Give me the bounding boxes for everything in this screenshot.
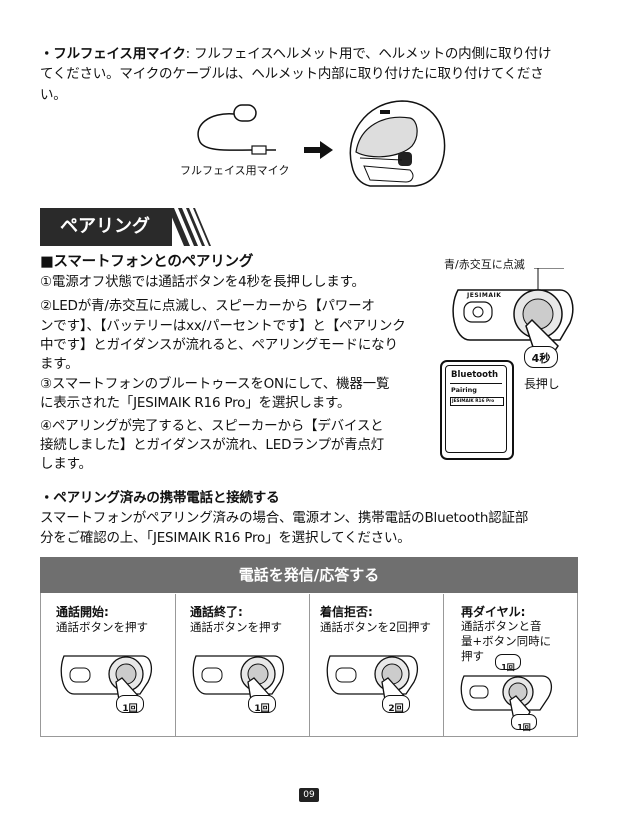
pairing-step: ②LEDが青/赤交互に点滅し、スピーカーから【パワーオ xyxy=(40,298,375,314)
pairing-step: ③スマートフォンのブルートゥースをONにして、機器一覧 xyxy=(40,376,390,392)
intro-text-1: : フルフェイスヘルメット用で、ヘルメットの内側に取り付け xyxy=(185,46,552,62)
page-number: 09 xyxy=(299,788,319,802)
redial-text-3: 押す xyxy=(461,649,484,663)
call-end-text: 通話ボタンを押す xyxy=(190,620,282,634)
redial-title: 再ダイヤル: xyxy=(461,605,526,619)
fullface-mic-illustration xyxy=(197,104,276,155)
press-count-badge: 1回 xyxy=(495,654,521,672)
headset-device-illustration xyxy=(192,655,285,709)
press-count: 4秒 xyxy=(531,352,551,365)
call-table-header: 電話を発信/応答する xyxy=(40,557,578,593)
press-4s-badge: 4秒 xyxy=(524,346,558,368)
pairing-step: ④ペアリングが完了すると、スピーカーから【デバイスと xyxy=(40,418,384,434)
redial-text-2: 量+ボタン同時に xyxy=(461,634,552,648)
phone-bluetooth-title: Bluetooth xyxy=(451,370,499,380)
phone-divider xyxy=(450,383,502,384)
intro-line-3: い。 xyxy=(40,87,67,103)
headset-device-illustration xyxy=(326,655,419,709)
pairing-step: 接続しました】とガイダンスが流れ、LEDランプが青点灯 xyxy=(40,437,384,453)
long-press-label: 長押し xyxy=(524,377,560,391)
banner-stripes xyxy=(168,208,211,246)
phone-illustration: Bluetooth Pairing JESIMAIK R16 Pro xyxy=(440,360,514,460)
pairing-step: 中です】とガイダンスが流れると、ペアリングモードになり xyxy=(40,337,398,353)
paired-text-2: 分をご確認の上、「JESIMAIK R16 Pro」を選択してください。 xyxy=(40,530,411,546)
table-col-divider xyxy=(443,594,444,736)
pairing-step: ンです】、【バッテリーはxx/パーセントです】と【ペアリンク xyxy=(40,318,406,334)
helmet-illustration xyxy=(349,100,446,187)
led-note: 青/赤交互に点滅 xyxy=(444,258,525,271)
reject-call-title: 着信拒否: xyxy=(320,605,373,619)
paired-heading: ・ペアリング済みの携帯電話と接続する xyxy=(40,490,280,506)
table-col-divider xyxy=(175,594,176,736)
mic-term: ・フルフェイス用マイク xyxy=(40,46,186,62)
press-count: 1回 xyxy=(517,723,531,732)
press-count: 1回 xyxy=(501,663,515,672)
phone-pairing-label: Pairing xyxy=(451,386,477,394)
call-start-title: 通話開始: xyxy=(56,605,109,619)
press-count: 2回 xyxy=(388,704,404,714)
headset-device-illustration xyxy=(60,655,153,709)
press-count: 1回 xyxy=(122,704,138,714)
arrow-right-icon xyxy=(304,141,333,159)
pairing-banner-label: ペアリング xyxy=(60,216,150,237)
phone-device-item: JESIMAIK R16 Pro xyxy=(450,397,504,406)
press-count-badge: 1回 xyxy=(248,695,276,714)
intro-line-1: ・フルフェイス用マイク: フルフェイスヘルメット用で、ヘルメットの内側に取り付け xyxy=(40,44,551,64)
pairing-step: に表示された「JESIMAIK R16 Pro」を選択します。 xyxy=(40,395,351,411)
device-brand: JESIMAIK xyxy=(467,292,502,299)
call-start-text: 通話ボタンを押す xyxy=(56,620,148,634)
call-end-title: 通話終了: xyxy=(190,605,243,619)
headset-device-illustration xyxy=(452,268,574,359)
press-count: 1回 xyxy=(254,704,270,714)
pairing-step: ①電源オフ状態では通話ボタンを4秒を長押しします。 xyxy=(40,274,365,290)
pairing-heading: ■スマートフォンとのペアリング xyxy=(40,254,254,270)
pairing-banner: ペアリング xyxy=(40,208,172,246)
press-count-badge: 2回 xyxy=(382,695,410,714)
intro-line-2: てください。マイクのケーブルは、ヘルメット内部に取り付けたに取り付けてくださ xyxy=(40,66,544,82)
pairing-step: します。 xyxy=(40,456,92,472)
paired-text-1: スマートフォンがペアリング済みの場合、電源オン、携帯電話のBluetooth認証… xyxy=(40,510,529,526)
headset-device-illustration xyxy=(460,675,553,723)
reject-call-text: 通話ボタンを2回押す xyxy=(320,620,431,634)
press-count-badge: 1回 xyxy=(116,695,144,714)
mic-caption: フルフェイス用マイク xyxy=(180,164,290,177)
table-col-divider xyxy=(309,594,310,736)
redial-text-1: 通話ボタンと音 xyxy=(461,619,542,633)
press-count-badge: 1回 xyxy=(511,714,537,732)
phone-screen-inner: Bluetooth Pairing JESIMAIK R16 Pro xyxy=(445,365,507,453)
pairing-step: ます。 xyxy=(40,356,79,372)
